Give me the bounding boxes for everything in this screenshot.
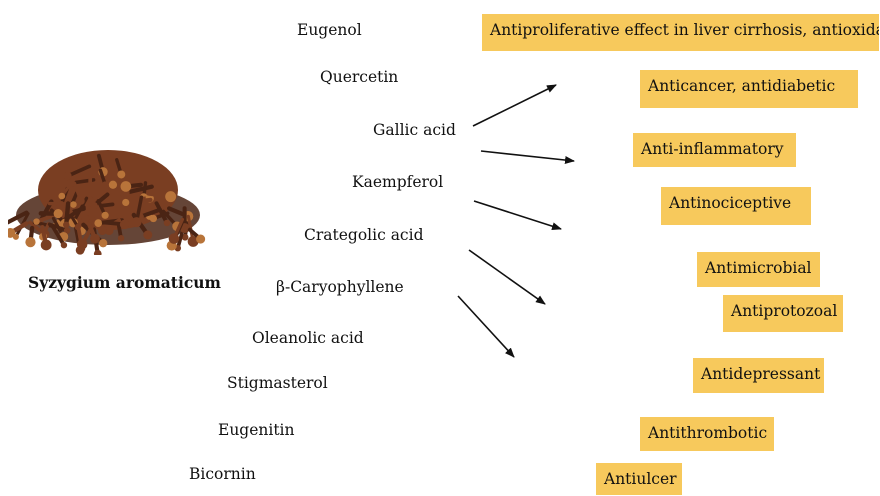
arrow xyxy=(469,250,545,304)
effect-antidepressant: Antidepressant xyxy=(693,358,824,393)
effect-anticancer-antidiabetic: Anticancer, antidiabetic xyxy=(640,70,858,108)
arrow xyxy=(473,85,556,126)
effect-antithrombotic: Antithrombotic xyxy=(640,417,774,451)
effect-antimicrobial: Antimicrobial xyxy=(697,252,820,287)
effect-antiulcer: Antiulcer xyxy=(596,463,682,495)
arrow xyxy=(458,296,514,357)
arrow xyxy=(481,151,574,161)
effect-antiproliferative-antioxidant: Antiproliferative effect in liver cirrho… xyxy=(482,14,879,51)
effect-antiprotozoal: Antiprotozoal xyxy=(723,295,843,332)
effect-antinociceptive: Antinociceptive xyxy=(661,187,811,225)
effect-anti-inflammatory: Anti-inflammatory xyxy=(633,133,796,167)
arrow xyxy=(474,201,561,229)
